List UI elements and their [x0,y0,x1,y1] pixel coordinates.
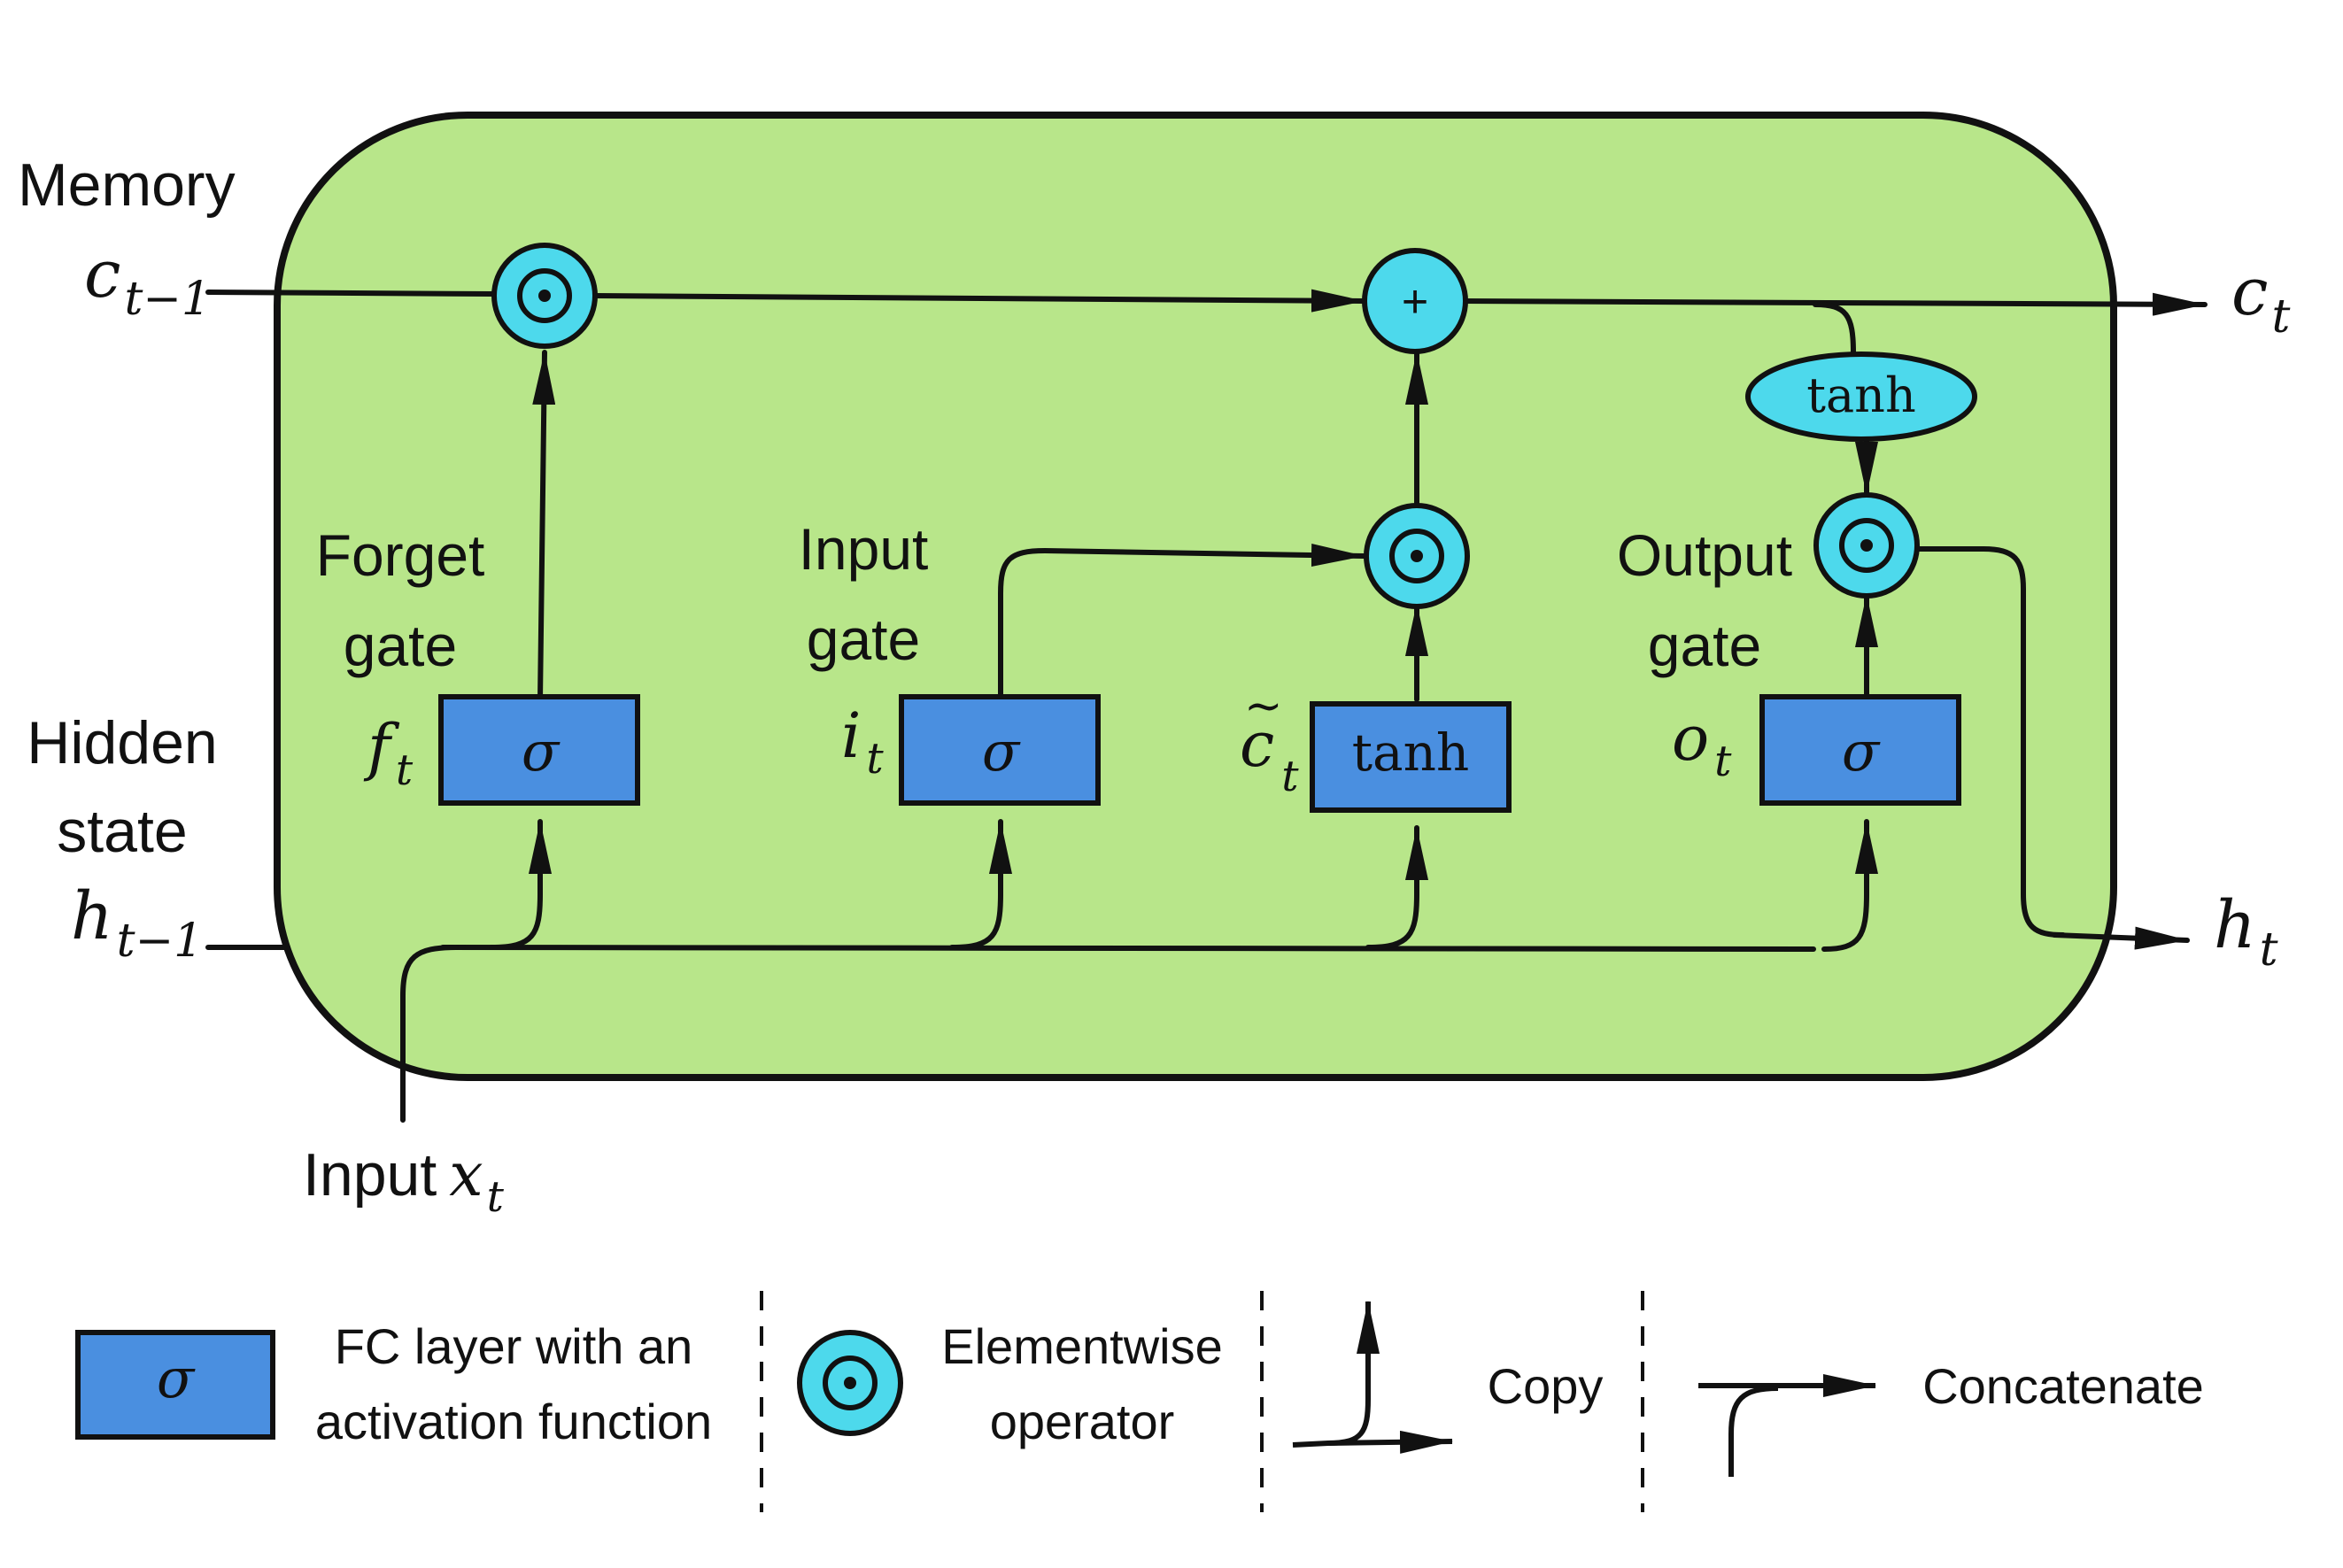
input-gate-box [899,694,1101,806]
legend-fc-symbol: σ [157,1346,196,1410]
hidden-line-out [2052,926,2190,950]
output-gate-label-line1: Output [1617,522,1792,588]
legend-copy-icon [1292,1301,1453,1454]
forget-gate-box [438,694,640,806]
tanh-ellipse [1745,351,1977,442]
forget-gate-op: σ [522,719,561,784]
candidate-box [1310,701,1512,813]
tanh-ellipse-label: tanh [1806,367,1915,423]
memory-line-forget-to-plus [592,289,1366,313]
plus-symbol: + [1402,276,1428,328]
hidden-label-line2: state [57,798,187,865]
branch-to-input [949,819,1012,950]
input-gate-to-multiply [998,544,1366,702]
hidden-label-line1: Hidden [27,709,218,776]
branch-to-candidate [1365,825,1428,950]
legend-elementwise-icon [797,1330,903,1436]
legend-fc-line2: activation function [315,1394,712,1449]
legend: σ FC layer with an activation function E… [75,1291,2204,1512]
legend-elem-line2: operator [990,1394,1175,1449]
output-to-hidden-out [1912,546,2066,938]
legend-elem-line1: Elementwise [941,1318,1222,1374]
legend-fc-box [75,1330,275,1440]
hidden-line [205,945,1816,952]
c-out-label: ct [2231,254,2290,344]
input-gate-label-line2: gate [807,606,920,672]
legend-concatenate-icon [1698,1374,1876,1477]
legend-fc-line1: FC layer with an [335,1318,693,1374]
memory-copy-to-tanh [1813,302,1856,355]
memory-line-out [1458,292,2208,316]
h-prev-label: ht−1 [71,878,203,968]
input-multiply-operator [1364,503,1470,609]
memory-line-in [205,290,497,297]
output-gate-box [1759,694,1961,806]
forget-multiply-operator [491,243,598,349]
input-gate-label-line1: Input [799,516,929,582]
legend-copy-label: Copy [1488,1358,1604,1414]
input-gate-op: σ [982,719,1021,784]
forget-to-multiply [532,350,556,702]
lstm-cell-background [274,112,2117,1081]
h-out-label: ht [2214,887,2278,977]
memory-label: Memory [18,151,236,219]
output-multiply-operator [1813,492,1920,599]
legend-concatenate-label: Concatenate [1922,1358,2204,1414]
input-concat-line [400,945,459,1123]
forget-gate-label-line2: gate [344,613,457,678]
candidate-tilde: ~ [1244,680,1283,733]
c-prev-label: ct−1 [84,236,211,326]
output-gate-op: σ [1842,719,1881,784]
branch-to-forget [489,819,552,950]
candidate-op: tanh [1352,722,1470,783]
forget-gate-label-line1: Forget [316,522,485,588]
plus-operator [1362,248,1468,354]
output-gate-label-line2: gate [1648,613,1761,678]
branch-to-output [1821,819,1878,952]
